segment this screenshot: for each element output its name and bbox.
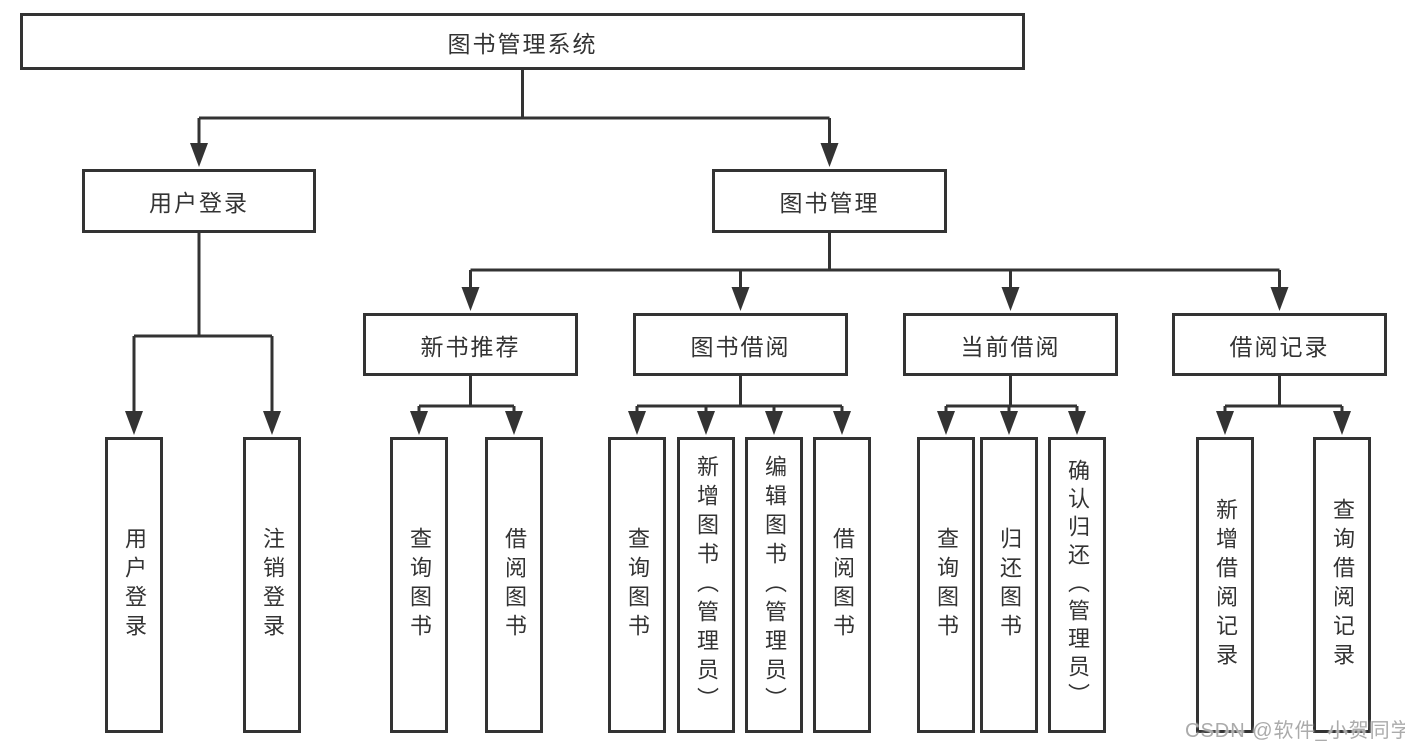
leaf-query-books-current: 查询图书 [917, 437, 975, 733]
leaf-query-borrow-record-label: 查询借阅记录 [1330, 498, 1355, 672]
node-user-login: 用户登录 [82, 169, 316, 233]
leaf-edit-books-admin: 编辑图书（管理员） [745, 437, 803, 733]
connector-book-borrowing-children [635, 376, 844, 412]
leaf-confirm-return-admin: 确认归还（管理员） [1048, 437, 1106, 733]
node-current-borrowing: 当前借阅 [903, 313, 1118, 376]
leaf-confirm-return-admin-label: 确认归还（管理员） [1065, 459, 1090, 711]
connector-user-login-children [132, 233, 274, 412]
leaf-borrow-books-borrowing-label: 借阅图书 [830, 527, 855, 643]
leaf-query-borrow-record: 查询借阅记录 [1313, 437, 1371, 733]
connector-book-management-children [469, 233, 1281, 288]
connector-new-book-children [417, 376, 516, 412]
leaf-add-books-admin: 新增图书（管理员） [677, 437, 735, 733]
leaf-borrow-books-borrowing: 借阅图书 [813, 437, 871, 733]
leaf-user-login: 用户登录 [105, 437, 163, 733]
node-library-management-system: 图书管理系统 [20, 13, 1025, 70]
leaf-return-books: 归还图书 [980, 437, 1038, 733]
leaf-logout-login: 注销登录 [243, 437, 301, 733]
leaf-query-books-recommend-label: 查询图书 [407, 527, 432, 643]
csdn-watermark: CSDN @软件_小贺同学 [1185, 720, 1405, 742]
leaf-logout-login-label: 注销登录 [260, 527, 285, 643]
node-borrowing-records: 借阅记录 [1172, 313, 1387, 376]
leaf-query-books-borrowing: 查询图书 [608, 437, 666, 733]
arrowheads [125, 143, 1351, 435]
leaf-borrow-books-recommend-label: 借阅图书 [502, 527, 527, 643]
leaf-add-borrow-record: 新增借阅记录 [1196, 437, 1254, 733]
leaf-borrow-books-recommend: 借阅图书 [485, 437, 543, 733]
leaf-query-books-current-label: 查询图书 [934, 527, 959, 643]
node-book-borrowing: 图书借阅 [633, 313, 848, 376]
connector-current-borrowing-children [944, 376, 1079, 412]
leaf-edit-books-admin-label: 编辑图书（管理员） [762, 454, 787, 716]
leaf-return-books-label: 归还图书 [997, 527, 1022, 643]
node-new-book-recommendation: 新书推荐 [363, 313, 578, 376]
leaf-user-login-label: 用户登录 [122, 527, 147, 643]
connector-borrowing-records-children [1223, 376, 1344, 412]
connector-root-to-level2 [197, 70, 831, 144]
leaf-add-books-admin-label: 新增图书（管理员） [694, 454, 719, 716]
leaf-add-borrow-record-label: 新增借阅记录 [1213, 498, 1238, 672]
node-book-management: 图书管理 [712, 169, 947, 233]
leaf-query-books-recommend: 查询图书 [390, 437, 448, 733]
leaf-query-books-borrowing-label: 查询图书 [625, 527, 650, 643]
